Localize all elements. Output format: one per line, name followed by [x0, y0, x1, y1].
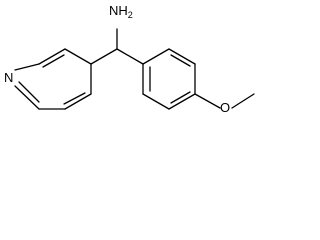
pyridine-bond-1 — [64, 48, 92, 65]
pyridine-double-bond-3 — [63, 92, 86, 105]
bond-ch-to-phenyl — [116, 48, 144, 65]
ether-oxygen-label: O — [220, 100, 230, 115]
pyridine-ring — [14, 48, 92, 110]
pyridine-bond-4 — [14, 85, 40, 110]
bond-oxygen-to-methyl — [231, 93, 255, 109]
phenyl-bond-2 — [168, 48, 196, 65]
bond-ch-to-pyridine — [90, 48, 118, 65]
pyridine-bond-6 — [64, 93, 92, 110]
phenyl-bond-5 — [142, 93, 170, 110]
pyridine-bond-3 — [14, 63, 40, 71]
pyridine-double-bond-1 — [42, 54, 65, 68]
central-carbon-bonds — [90, 48, 144, 65]
pyridine-bond-2 — [38, 48, 66, 65]
amine-label: NH2 — [109, 3, 133, 20]
bond-ring-to-oxygen — [194, 93, 221, 109]
phenyl-double-bond-2 — [170, 54, 191, 67]
phenyl-ring — [142, 48, 196, 110]
chemical-structure-diagram: NH2 N O — [4, 3, 255, 115]
phenyl-bond-4 — [168, 93, 196, 110]
pyridine-double-bond-2 — [18, 81, 40, 103]
methoxy-group — [194, 93, 255, 109]
phenyl-bond-1 — [142, 48, 170, 65]
pyridine-nitrogen-label: N — [4, 70, 13, 85]
phenyl-double-bond-3 — [170, 91, 191, 104]
